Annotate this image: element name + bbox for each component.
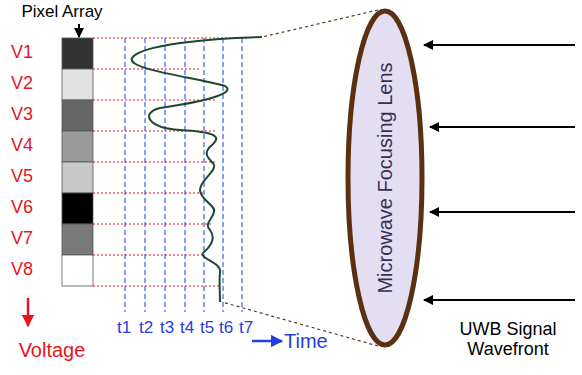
pixel xyxy=(62,193,93,224)
voltage-label: V1 xyxy=(11,43,33,63)
pointer-arrow xyxy=(78,24,80,37)
signal-label: UWB Signal Wavefront xyxy=(438,320,578,360)
time-label: t6 xyxy=(219,319,233,338)
time-label: t1 xyxy=(117,319,131,338)
pixel xyxy=(62,38,93,69)
time-label: t3 xyxy=(160,319,174,338)
part-label: Pixel Array xyxy=(21,3,102,22)
lens-node: Microwave Focusing Lens xyxy=(345,8,425,348)
lens-ellipse xyxy=(348,11,422,345)
time-label: t2 xyxy=(139,319,153,338)
pixel xyxy=(62,162,93,193)
voltage-arrow xyxy=(27,298,30,326)
pixel xyxy=(62,255,93,286)
voltage-label: V6 xyxy=(11,198,33,218)
pixel xyxy=(62,100,93,131)
lens-label: Microwave Focusing Lens xyxy=(374,62,397,293)
voltage-label: V2 xyxy=(11,74,33,94)
axis-label: Voltage xyxy=(19,339,86,361)
pixel xyxy=(62,224,93,255)
voltage-label: V3 xyxy=(11,105,33,125)
time-guides xyxy=(125,38,242,312)
wavefront-arrow xyxy=(424,45,575,300)
voltage-label: V4 xyxy=(11,136,33,156)
time-label: t5 xyxy=(200,319,214,338)
pixel xyxy=(62,69,93,100)
voltage-label: V5 xyxy=(11,167,33,187)
time-label: t4 xyxy=(180,319,194,338)
time-arrow xyxy=(252,340,282,343)
pixel xyxy=(62,131,93,162)
pixel-array xyxy=(62,38,93,286)
time-label: t7 xyxy=(239,319,253,338)
waveform xyxy=(132,37,262,302)
voltage-label: V7 xyxy=(11,229,33,249)
voltage-label: V8 xyxy=(11,260,33,280)
axis-label: Time xyxy=(284,330,328,352)
